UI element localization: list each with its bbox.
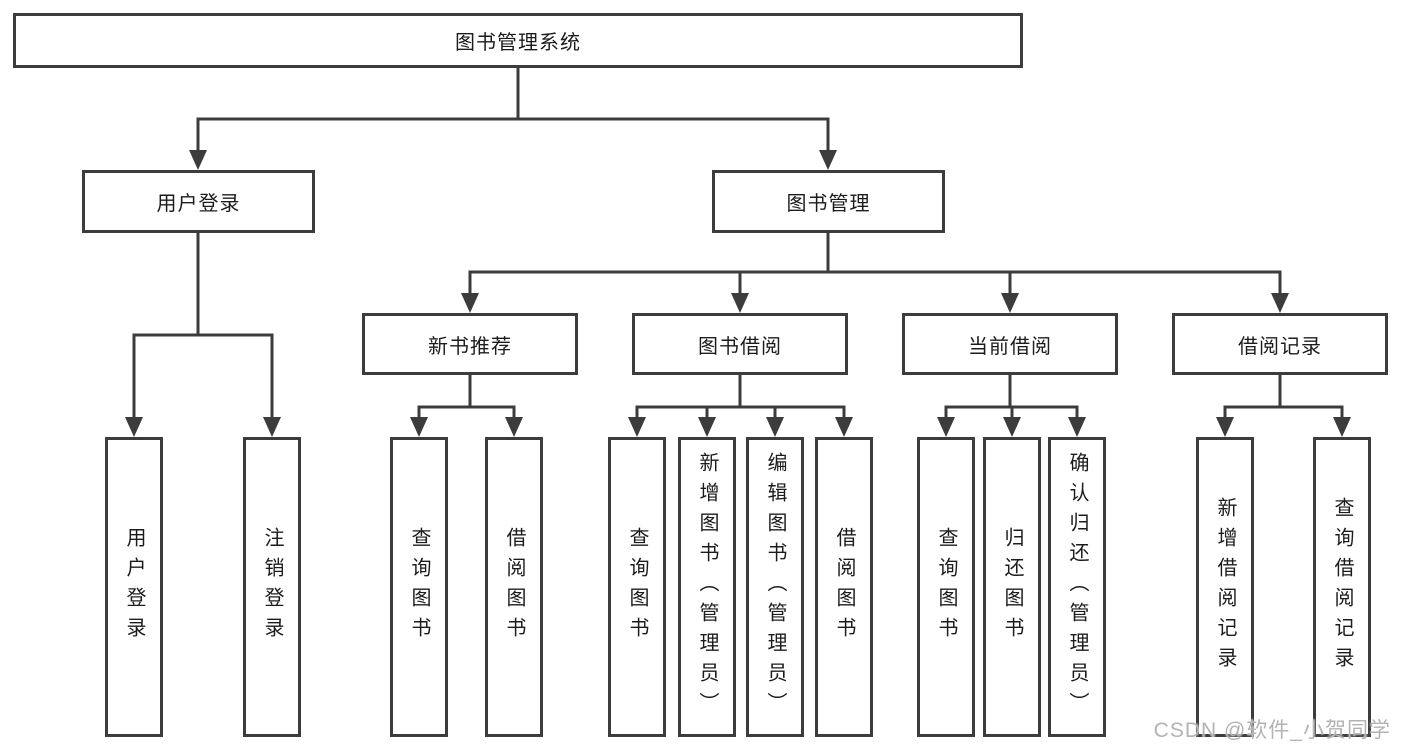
node-library-management-system: 图书管理系统 xyxy=(13,13,1023,68)
node-leaf-logout: 注销登录 xyxy=(243,437,301,737)
node-leaf-user-login: 用户登录 xyxy=(105,437,163,737)
connector-new-books-to-leaves xyxy=(410,373,523,437)
node-label: 新书推荐 xyxy=(428,335,512,358)
node-label: 借阅记录 xyxy=(1238,335,1322,358)
node-label: 借阅图书 xyxy=(833,527,855,647)
node-label: 查询图书 xyxy=(935,527,957,647)
node-label: 查询图书 xyxy=(626,527,648,647)
node-leaf-query-books: 查询图书 xyxy=(390,437,448,737)
node-borrow-records: 借阅记录 xyxy=(1172,313,1388,375)
node-book-borrow: 图书借阅 xyxy=(632,313,848,375)
node-book-management: 图书管理 xyxy=(712,170,945,233)
node-leaf-edit-books-admin: 编辑图书（管理员） xyxy=(746,437,804,737)
node-current-borrow: 当前借阅 xyxy=(902,313,1118,375)
node-leaf-return-books: 归还图书 xyxy=(983,437,1041,737)
node-label: 新增图书（管理员） xyxy=(696,452,718,722)
node-new-book-recommend: 新书推荐 xyxy=(362,313,578,375)
node-label: 查询图书 xyxy=(408,527,430,647)
connector-book-management-to-level3 xyxy=(461,231,1289,313)
connector-current-borrow-to-leaves xyxy=(937,373,1086,437)
node-leaf-query-borrow-record: 查询借阅记录 xyxy=(1313,437,1371,737)
node-user-login: 用户登录 xyxy=(82,170,315,233)
node-label: 注销登录 xyxy=(261,527,283,647)
node-leaf-borrow-books: 借阅图书 xyxy=(485,437,543,737)
connector-root-to-level2 xyxy=(189,66,837,170)
node-label: 确认归还（管理员） xyxy=(1066,452,1088,722)
node-leaf-add-borrow-record: 新增借阅记录 xyxy=(1196,437,1254,737)
node-label: 图书管理系统 xyxy=(455,32,581,54)
node-label: 图书借阅 xyxy=(698,335,782,358)
node-leaf-query-books-3: 查询图书 xyxy=(917,437,975,737)
node-label: 用户登录 xyxy=(156,193,241,215)
node-label: 新增借阅记录 xyxy=(1214,497,1236,677)
node-label: 编辑图书（管理员） xyxy=(764,452,786,722)
csdn-watermark: CSDN @软件_小贺同学 xyxy=(1153,719,1391,742)
node-label: 归还图书 xyxy=(1001,527,1023,647)
node-leaf-borrow-books-2: 借阅图书 xyxy=(815,437,873,737)
node-label: 当前借阅 xyxy=(968,335,1052,358)
connector-borrow-records-to-leaves xyxy=(1216,373,1351,437)
node-leaf-query-books-2: 查询图书 xyxy=(608,437,666,737)
node-leaf-confirm-return-admin: 确认归还（管理员） xyxy=(1048,437,1106,737)
node-label: 用户登录 xyxy=(123,527,145,647)
node-label: 图书管理 xyxy=(786,193,871,215)
node-label: 借阅图书 xyxy=(503,527,525,647)
connector-book-borrow-to-leaves xyxy=(628,373,853,437)
node-label: 查询借阅记录 xyxy=(1331,497,1353,677)
node-leaf-add-books-admin: 新增图书（管理员） xyxy=(678,437,736,737)
connector-user-login-to-leaves xyxy=(125,231,281,437)
